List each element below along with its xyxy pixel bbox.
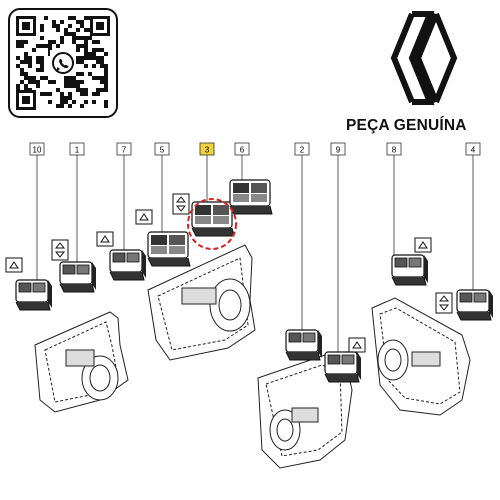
door-panel-rear-left — [257, 354, 353, 469]
switch-part-2 — [285, 329, 323, 361]
window-updown-icon — [51, 239, 69, 261]
callout-7: 7 — [116, 142, 132, 156]
whatsapp-icon — [50, 50, 76, 76]
switch-part-7 — [109, 249, 147, 281]
window-up-icon — [348, 337, 366, 353]
window-up-icon — [135, 209, 153, 225]
callout-boxes: 10 1 7 5 3 6 2 9 8 4 — [29, 142, 481, 156]
svg-text:3: 3 — [205, 146, 210, 155]
svg-text:8: 8 — [392, 146, 397, 155]
callout-2: 2 — [294, 142, 310, 156]
callout-5: 5 — [154, 142, 170, 156]
svg-text:1: 1 — [75, 146, 80, 155]
svg-text:7: 7 — [122, 146, 127, 155]
highlight-circle-part-3 — [187, 198, 237, 250]
callout-8: 8 — [386, 142, 402, 156]
switch-part-10 — [15, 279, 53, 311]
brand-tagline: PEÇA GENUÍNA — [346, 117, 467, 134]
switch-part-4 — [456, 289, 494, 321]
window-updown-icon — [172, 193, 190, 215]
switch-part-8 — [391, 254, 429, 286]
svg-text:5: 5 — [160, 146, 165, 155]
callout-9: 9 — [330, 142, 346, 156]
switch-part-9 — [324, 351, 362, 383]
window-up-icon — [5, 257, 23, 273]
leader-lines — [36, 155, 474, 352]
svg-text:4: 4 — [471, 146, 476, 155]
svg-text:2: 2 — [300, 146, 305, 155]
callout-10: 10 — [29, 142, 45, 156]
window-up-icon — [414, 237, 432, 253]
window-updown-icon — [435, 292, 453, 314]
switch-part-5 — [147, 231, 191, 267]
switch-part-1 — [59, 261, 97, 293]
parts-diagram: 10 1 7 5 3 6 2 9 8 4 — [5, 142, 494, 469]
door-panel-front-left — [34, 311, 129, 413]
svg-text:6: 6 — [240, 146, 245, 155]
door-panel-driver — [147, 244, 256, 361]
callout-3-highlighted: 3 — [199, 142, 215, 156]
svg-text:10: 10 — [33, 146, 42, 155]
qr-code — [8, 8, 118, 118]
renault-diamond-logo — [384, 8, 464, 113]
window-up-icon — [96, 231, 114, 247]
svg-text:9: 9 — [336, 146, 341, 155]
switch-part-3 — [191, 201, 235, 237]
callout-4: 4 — [465, 142, 481, 156]
switch-part-6 — [229, 179, 273, 215]
door-panel-front-right — [371, 297, 471, 416]
door-panels — [34, 244, 471, 469]
callout-1: 1 — [69, 142, 85, 156]
qr-code-pattern — [16, 16, 110, 110]
callout-6: 6 — [234, 142, 250, 156]
